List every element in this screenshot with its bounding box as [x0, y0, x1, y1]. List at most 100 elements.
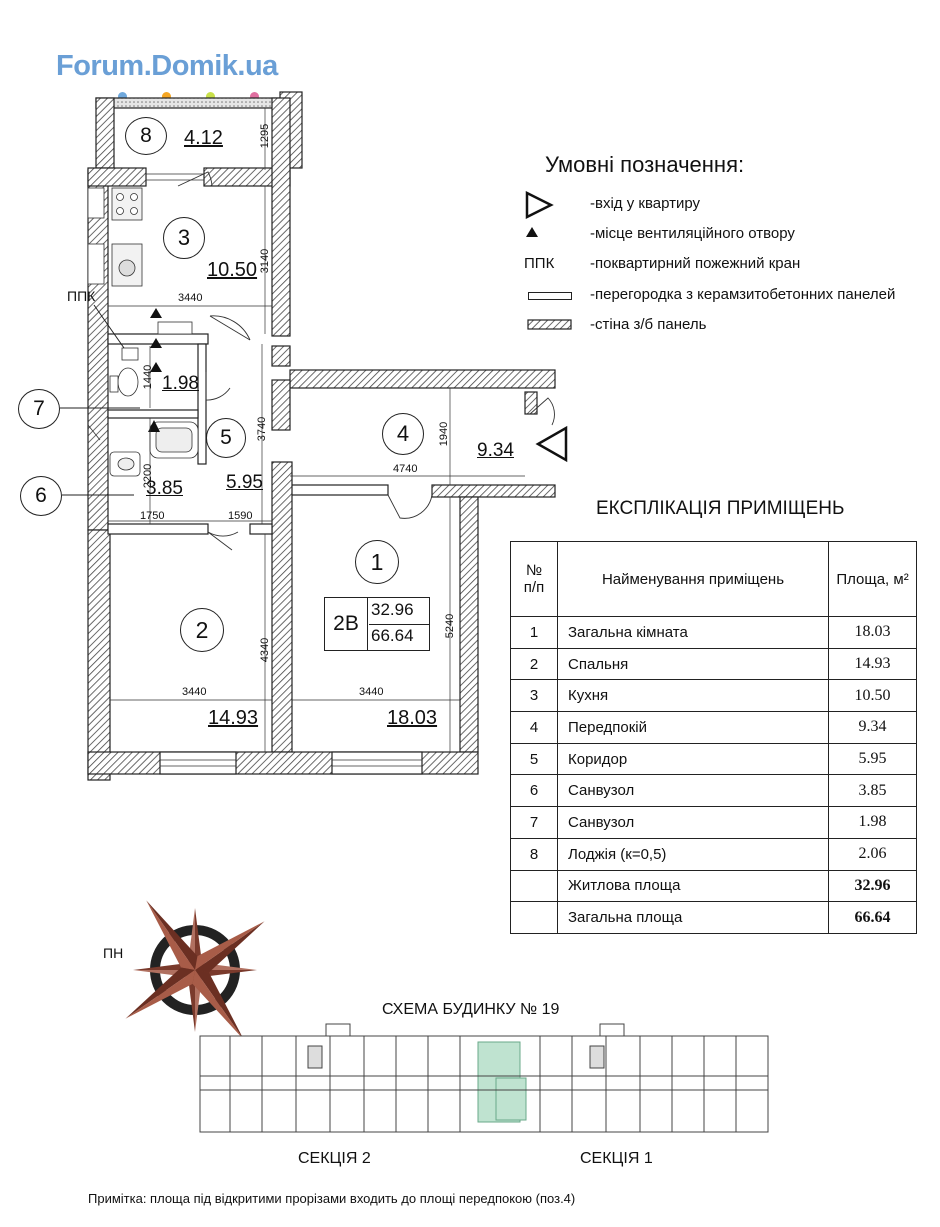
- watermark-dot: [118, 92, 127, 101]
- wall-hall-west: [271, 379, 291, 431]
- ppk-label: ППК: [67, 288, 96, 304]
- wall-kitchen-east-1: [271, 97, 291, 337]
- apartment-type: 2B: [325, 598, 368, 650]
- room-area-3: 10.50: [207, 259, 258, 281]
- room-area-1: 18.03: [387, 707, 438, 729]
- watermark-dot: [250, 92, 259, 101]
- room-number-3: 3: [163, 217, 205, 259]
- partition-bath-east: [197, 343, 207, 465]
- room-number-2: 2: [180, 608, 224, 652]
- apartment-type-box: 2B 32.96 66.64: [324, 597, 430, 651]
- wall-hall-south-2: [431, 484, 556, 498]
- wall-hall-door-jamb: [524, 391, 538, 415]
- room-area-4: 9.34: [477, 440, 514, 461]
- scheme-title: СХЕМА БУДИНКУ № 19: [382, 1001, 560, 1018]
- room-area-6: 3.85: [146, 478, 183, 499]
- toilet: [117, 367, 139, 397]
- partition-icon: [528, 292, 572, 300]
- wall-between-rooms: [271, 461, 293, 753]
- legend-item-ppk: -поквартирний пожежний кран: [590, 255, 801, 272]
- dim-3740: 3740: [256, 416, 269, 442]
- window-living: [331, 751, 423, 775]
- building-scheme: [199, 1023, 769, 1133]
- legend-title: Умовні позначення:: [545, 152, 745, 177]
- callout-7: 7: [18, 389, 60, 429]
- room-area-5: 5.95: [226, 472, 263, 493]
- compass-north-label: ПН: [103, 945, 124, 961]
- room-number-8: 8: [125, 117, 167, 155]
- section-2-label: СЕКЦІЯ 2: [298, 1150, 371, 1167]
- dim-1940: 1940: [438, 421, 451, 447]
- legend-item-partition: -перегородка з керамзитобетонних панелей: [590, 286, 896, 303]
- watermark-logo: Forum.Domik.ua: [56, 50, 278, 82]
- footnote: Примітка: площа під відкритими прорізами…: [88, 1191, 576, 1206]
- entrance-marker: [535, 425, 568, 463]
- partition-bath-south: [107, 523, 209, 535]
- room-number-4: 4: [382, 413, 424, 455]
- wall-west-lower: [87, 529, 111, 781]
- loggia-parapet: [95, 97, 283, 109]
- watermark-dot: [162, 92, 171, 101]
- total-area-value: 66.64: [371, 626, 414, 645]
- header-area: Площа, м²: [828, 541, 917, 617]
- window-bedroom: [159, 751, 237, 775]
- dim-1590: 1590: [228, 510, 253, 522]
- vent-icon: [526, 227, 538, 237]
- watermark-dot: [206, 92, 215, 101]
- wall-west-upper: [87, 169, 109, 531]
- loggia-wall-left: [95, 97, 115, 169]
- hatched-wall-icon: [527, 319, 572, 330]
- wall-kitchen-east-2: [271, 345, 291, 367]
- dim-3440-kitchen: 3440: [178, 292, 203, 304]
- partition-wc-bath: [107, 409, 199, 419]
- wall-room1-east: [459, 496, 479, 753]
- dim-5240: 5240: [444, 613, 457, 639]
- explication-title: ЕКСПЛІКАЦІЯ ПРИМІЩЕНЬ: [596, 498, 845, 519]
- ppk-box: [121, 347, 139, 361]
- legend-ppk-symbol: ППК: [524, 255, 555, 272]
- room-number-1: 1: [355, 540, 399, 584]
- compass-rose: [125, 900, 265, 1040]
- room-area-7: 1.98: [162, 373, 199, 394]
- header-name: Найменування приміщень: [557, 541, 829, 617]
- entrance-icon: [525, 191, 554, 219]
- dim-1750: 1750: [140, 510, 165, 522]
- section-1-label: СЕКЦІЯ 1: [580, 1150, 653, 1167]
- dim-3140: 3140: [259, 248, 272, 274]
- partition-corridor-south: [249, 523, 273, 535]
- dim-3440-bedroom: 3440: [182, 686, 207, 698]
- wall-loggia-kitchen-1: [87, 167, 147, 187]
- wall-hall-south-1: [289, 484, 389, 496]
- dim-2200: 2200: [142, 463, 155, 489]
- dim-4740: 4740: [393, 463, 418, 475]
- living-area-value: 32.96: [371, 600, 414, 619]
- watermark-dots: [118, 88, 294, 106]
- wall-hall-north: [289, 369, 556, 389]
- dim-4340: 4340: [259, 637, 272, 663]
- legend-item-wall: -стіна з/б панель: [590, 316, 707, 333]
- dim-3440-living: 3440: [359, 686, 384, 698]
- legend-item-vent: -місце вентиляційного отвору: [590, 225, 795, 242]
- legend-item-entrance: -вхід у квартиру: [590, 195, 701, 212]
- callout-6: 6: [20, 476, 62, 516]
- room-area-2: 14.93: [208, 707, 259, 729]
- room-area-8: 4.12: [184, 127, 223, 149]
- sink-kitchen: [111, 243, 143, 287]
- dim-1295: 1295: [259, 123, 272, 149]
- room-number-5: 5: [206, 418, 246, 458]
- dim-1440: 1440: [142, 364, 155, 390]
